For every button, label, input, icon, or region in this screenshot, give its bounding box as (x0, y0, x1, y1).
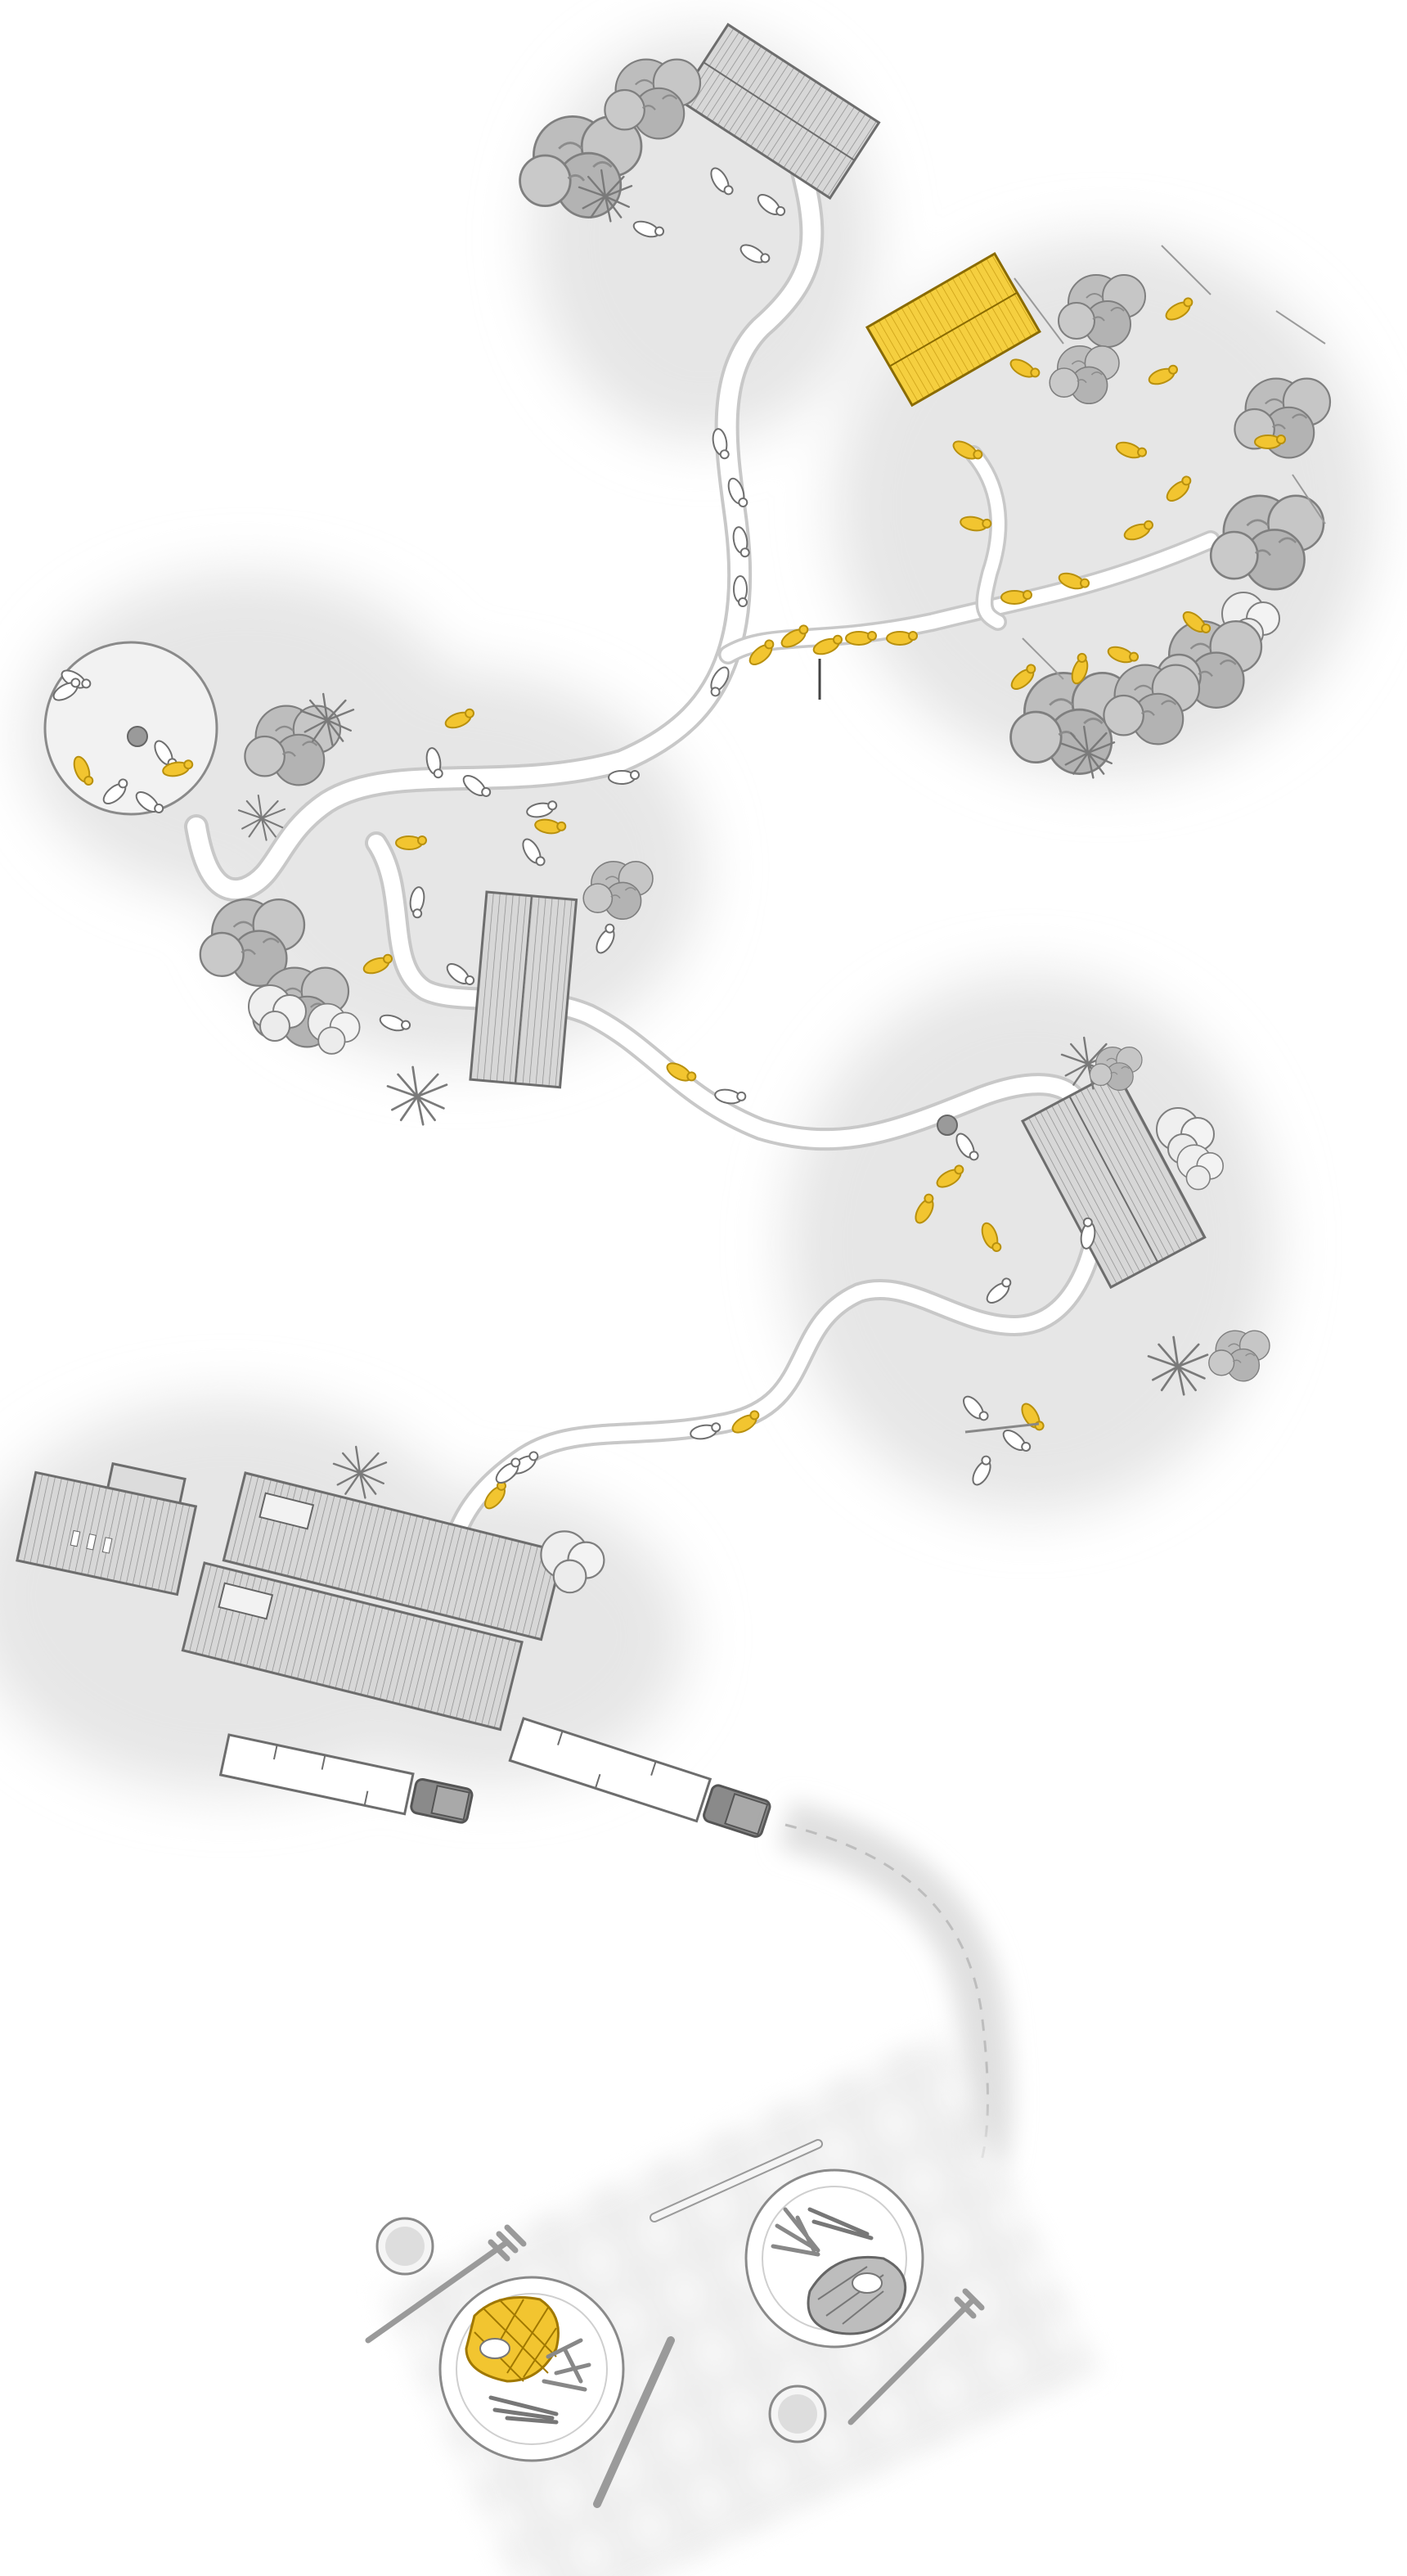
barn-highlighted (865, 251, 1041, 408)
trees-right (1009, 245, 1332, 779)
dinner-table (365, 2029, 1101, 2576)
road (779, 1800, 1013, 2167)
plate-left (438, 2276, 625, 2462)
plate-right (744, 2168, 924, 2349)
ground-patches (0, 33, 1374, 1792)
chickens-right-middle (480, 1115, 1099, 1513)
processing-plant (16, 1445, 605, 1732)
round-pen (43, 641, 218, 819)
barn-center (469, 890, 578, 1089)
barn-right-middle (1020, 1069, 1207, 1290)
farm-paths (184, 131, 1220, 1565)
refrigerated-trucks (218, 1717, 771, 1838)
